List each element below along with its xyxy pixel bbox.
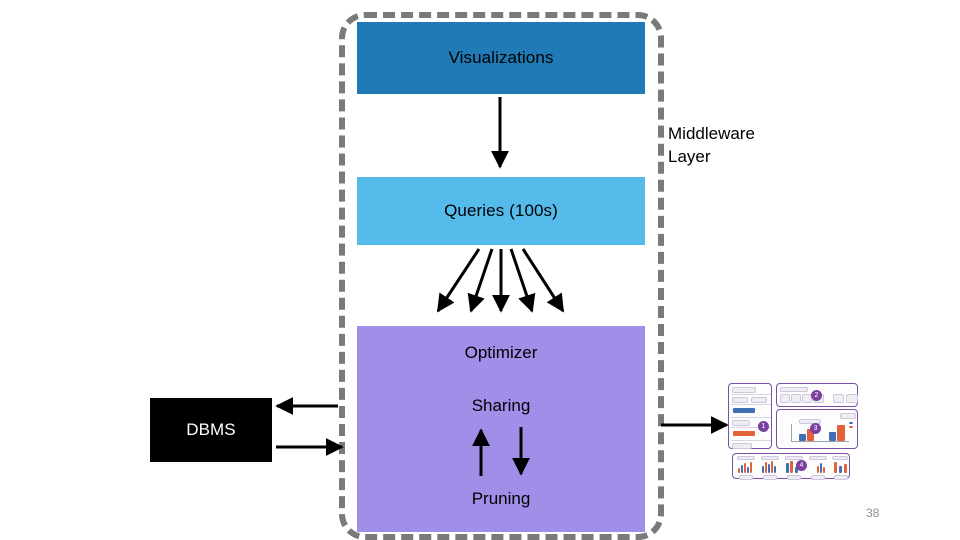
dashboard-divider [731, 427, 771, 428]
dashboard-bar [829, 432, 836, 441]
dashboard-bar [844, 464, 847, 473]
dashboard-small-chart-footer [834, 475, 848, 480]
dashboard-bar [799, 434, 806, 441]
dashboard-divider [731, 417, 771, 418]
dashboard-bar [765, 462, 767, 473]
dashboard-filter-pill [732, 397, 748, 403]
dashboard-filter-pill [732, 387, 756, 393]
dashboard-small-chart-footer [811, 475, 825, 480]
dashboard-chart-title [799, 419, 821, 424]
dashboard-bar [774, 466, 776, 473]
dashboard-chip [733, 408, 755, 413]
dashboard-toolbar-panel [776, 383, 858, 407]
queries-box: Queries (100s) [357, 177, 645, 245]
dashboard-divider [731, 440, 771, 441]
dashboard-bar [795, 467, 798, 473]
dashboard-bar [768, 464, 770, 473]
dashboard-axis [791, 424, 792, 442]
dashboard-small-chart-title [737, 456, 755, 460]
dashboard-toolbar-button [780, 394, 790, 403]
dashboard-toolbar-button [791, 394, 801, 403]
dashboard-toolbar-pill [780, 387, 808, 392]
dashboard-divider [731, 404, 771, 405]
dashboard-bar [837, 425, 845, 441]
dashboard-divider [731, 394, 771, 395]
dashboard-step-badge-2: 2 [811, 390, 822, 401]
dashboard-screenshot-thumbnail: 1 2 3 [728, 381, 858, 480]
dashboard-bar [750, 462, 752, 473]
middleware-caption-line1: Middleware [668, 124, 755, 143]
dashboard-small-chart-footer [787, 475, 801, 480]
dashboard-chip [733, 431, 755, 436]
middleware-layer-boundary [339, 12, 664, 540]
dashboard-bar [823, 467, 825, 473]
dashboard-bar [771, 461, 773, 473]
dashboard-bar [839, 466, 842, 473]
dashboard-bar [834, 462, 837, 473]
dashboard-bar [786, 463, 789, 473]
dashboard-small-chart-footer [739, 475, 753, 480]
dashboard-small-chart-title [761, 456, 779, 460]
middleware-layer-caption: Middleware Layer [668, 122, 828, 168]
dashboard-bar [741, 465, 743, 473]
dashboard-toolbar-button [833, 394, 844, 403]
dashboard-filter-pill [751, 397, 767, 403]
dashboard-step-badge-3: 3 [810, 423, 821, 434]
dashboard-filter-pill [732, 443, 752, 449]
dashboard-bar [747, 467, 749, 473]
optimizer-box [357, 326, 645, 532]
visualizations-label: Visualizations [448, 48, 554, 68]
dashboard-small-multiples-panel [732, 453, 850, 480]
dashboard-bar [738, 468, 740, 473]
dashboard-bar [762, 466, 764, 473]
middleware-caption-line2: Layer [668, 147, 711, 166]
dashboard-bar [790, 461, 793, 473]
dashboard-small-chart-footer [763, 475, 777, 480]
dashboard-filter-pill [732, 420, 750, 426]
visualizations-box: Visualizations [357, 22, 645, 94]
dashboard-axis [791, 441, 849, 442]
dashboard-legend-swatch [849, 426, 853, 428]
dashboard-step-badge-4: 4 [796, 460, 807, 471]
dashboard-bar [807, 429, 814, 441]
dashboard-small-chart-title [785, 456, 803, 460]
dbms-box: DBMS [150, 398, 272, 462]
dashboard-legend-swatch [849, 422, 853, 424]
dashboard-step-badge-1: 1 [758, 421, 769, 432]
optimizer-sharing-label: Sharing [471, 396, 531, 415]
dbms-label: DBMS [186, 420, 236, 440]
dashboard-bar [817, 466, 819, 473]
queries-label: Queries (100s) [444, 201, 558, 221]
dashboard-filter-panel [728, 383, 772, 449]
dashboard-small-chart-title [832, 456, 848, 460]
dashboard-toolbar-button [846, 394, 858, 403]
page-number: 38 [866, 506, 880, 520]
dashboard-bar [820, 463, 822, 473]
dashboard-bar [744, 463, 746, 473]
dashboard-small-chart-title [809, 456, 827, 460]
optimizer-pruning-label: Pruning [471, 489, 531, 508]
optimizer-title-label: Optimizer [464, 343, 538, 362]
dashboard-chart-legend-pill [840, 413, 856, 419]
